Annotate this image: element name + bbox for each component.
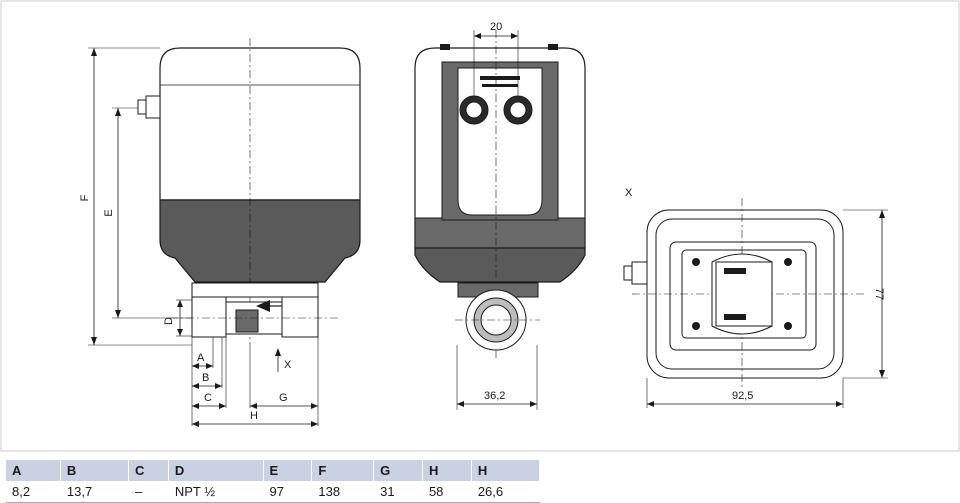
table-cell: 138 — [311, 481, 375, 503]
table-header: H — [422, 460, 472, 481]
table-cell: NPT ½ — [168, 481, 264, 503]
dimensions-table: A B C D E F G H H 8,2 13,7 – NPT ½ 97 13… — [6, 460, 541, 503]
table-cell: – — [128, 481, 169, 503]
table-cell: 8,2 — [6, 481, 61, 503]
table-row: 8,2 13,7 – NPT ½ 97 138 31 58 26,6 — [6, 481, 541, 503]
dim-label-c: C — [204, 392, 212, 404]
table-header: A — [6, 460, 61, 481]
table-cell: 97 — [263, 481, 313, 503]
table-cell: 58 — [422, 481, 472, 503]
side-view: F E D X A B C — [79, 38, 361, 427]
table-header: D — [168, 460, 264, 481]
view-marker-x: X — [284, 359, 292, 371]
view-title-x: X — [625, 187, 633, 199]
dim-label-77: 77 — [873, 288, 885, 300]
table-cell: 31 — [373, 481, 423, 503]
table-header: B — [60, 460, 130, 481]
table-header: F — [311, 460, 375, 481]
table-header: C — [128, 460, 169, 481]
dim-label-f: F — [79, 194, 91, 201]
table-header: H — [471, 460, 541, 481]
dim-label-20: 20 — [490, 21, 502, 33]
table-cell: 13,7 — [60, 481, 130, 503]
dim-label-h: H — [250, 410, 258, 422]
dim-label-a: A — [197, 352, 205, 364]
dim-label-b: B — [202, 372, 209, 384]
dim-label-e: E — [103, 209, 115, 216]
table-header: G — [373, 460, 423, 481]
bottom-view: X 92,5 77 — [623, 187, 888, 408]
table-cell: 26,6 — [471, 481, 541, 503]
dim-label-36-2: 36,2 — [484, 390, 505, 402]
dim-label-d: D — [163, 317, 175, 325]
front-view: 20 36,2 — [414, 21, 586, 410]
dim-label-92-5: 92,5 — [732, 390, 753, 402]
dim-label-g: G — [279, 392, 288, 404]
table-header: E — [263, 460, 313, 481]
table-header-row: A B C D E F G H H — [6, 460, 541, 481]
